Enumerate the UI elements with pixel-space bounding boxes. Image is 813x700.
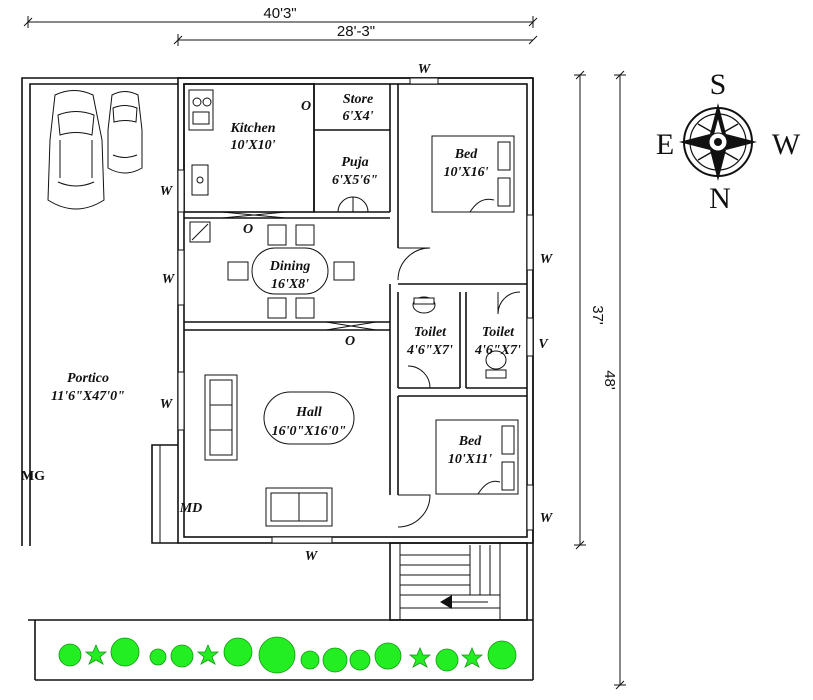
- window-label-kitchen: W: [160, 184, 174, 199]
- window-label-bed-top: W: [540, 252, 554, 267]
- overall-depth-label: 48': [601, 370, 618, 390]
- window-label-top: W: [418, 62, 432, 77]
- dimension-inner-width: 28'-3": [173, 23, 538, 46]
- room-label-bed-bottom: Bed 10'X11': [448, 434, 492, 467]
- room-label-bed-top: Bed 10'X16': [443, 147, 488, 180]
- opening-label-kitchen: O: [301, 99, 311, 114]
- opening-label-hall: O: [345, 334, 355, 349]
- bed-top-furniture: [431, 135, 515, 213]
- compass-north: N: [709, 182, 731, 215]
- hall-furniture: [204, 374, 355, 527]
- store-size: 6'X4': [342, 109, 373, 124]
- compass-west: W: [772, 128, 801, 161]
- bed-top-size: 10'X16': [443, 165, 488, 180]
- main-gate-label: MG: [21, 469, 45, 484]
- room-label-toilet-right: Toilet 4'6"X7': [474, 325, 521, 358]
- toilet-left-size: 4'6"X7': [406, 343, 453, 358]
- dimension-inner-depth: 37': [574, 70, 606, 550]
- inner-depth-label: 37': [589, 305, 606, 325]
- windows: [177, 77, 534, 544]
- kitchen-name: Kitchen: [229, 121, 275, 136]
- room-label-toilet-left: Toilet 4'6"X7': [406, 325, 453, 358]
- room-label-portico: Portico 11'6"X47'0": [51, 371, 125, 404]
- room-label-dining: Dining 16'X8': [269, 259, 310, 292]
- dining-size: 16'X8': [271, 277, 309, 292]
- dimension-overall-depth: 48': [601, 70, 626, 690]
- toilet-right-name: Toilet: [482, 325, 515, 340]
- hall-name: Hall: [295, 405, 322, 420]
- bed-bottom-furniture: [435, 419, 519, 495]
- kitchen-fixtures: [188, 89, 214, 243]
- ventilator-label: V: [538, 337, 549, 352]
- puja-name: Puja: [341, 155, 368, 170]
- portico-name: Portico: [67, 371, 109, 386]
- main-door-label: MD: [179, 501, 203, 516]
- doors: [337, 196, 521, 528]
- dining-set: [227, 224, 355, 319]
- toilet-fixtures: [412, 296, 507, 379]
- bed-bottom-size: 10'X11': [448, 452, 492, 467]
- room-label-hall: Hall 16'0"X16'0": [272, 405, 347, 439]
- portico-size: 11'6"X47'0": [51, 389, 125, 404]
- toilet-right-size: 4'6"X7': [474, 343, 521, 358]
- openings: [221, 211, 377, 331]
- car-small-icon: [107, 91, 143, 174]
- bed-bottom-name: Bed: [458, 434, 483, 449]
- dimension-overall-width: 40'3": [23, 5, 538, 28]
- kitchen-size: 10'X10': [230, 138, 275, 153]
- inner-width-label: 28'-3": [337, 23, 375, 40]
- window-label-bed-bottom: W: [540, 511, 554, 526]
- compass-east: E: [656, 128, 674, 161]
- room-label-store: Store 6'X4': [342, 92, 373, 124]
- bed-top-name: Bed: [454, 147, 479, 162]
- staircase: [389, 542, 528, 621]
- room-label-puja: Puja 6'X5'6": [332, 155, 378, 188]
- car-large-icon: [47, 90, 105, 210]
- compass-rose: S E W N: [656, 68, 801, 215]
- main-door-step: [151, 444, 178, 544]
- house-walls: [177, 77, 534, 544]
- store-name: Store: [343, 92, 373, 107]
- opening-label-dining: O: [243, 222, 253, 237]
- garden-plants: [58, 636, 517, 674]
- puja-size: 6'X5'6": [332, 173, 378, 188]
- marker-labels: W W W W W W W V O O O MD MG: [21, 62, 554, 564]
- room-label-kitchen: Kitchen 10'X10': [229, 121, 275, 153]
- window-label-dining: W: [162, 272, 176, 287]
- hall-size: 16'0"X16'0": [272, 424, 347, 439]
- overall-width-label: 40'3": [263, 5, 296, 22]
- toilet-left-name: Toilet: [414, 325, 447, 340]
- window-label-hall: W: [160, 397, 174, 412]
- compass-south: S: [710, 68, 727, 101]
- dining-name: Dining: [269, 259, 310, 274]
- window-label-front: W: [305, 549, 319, 564]
